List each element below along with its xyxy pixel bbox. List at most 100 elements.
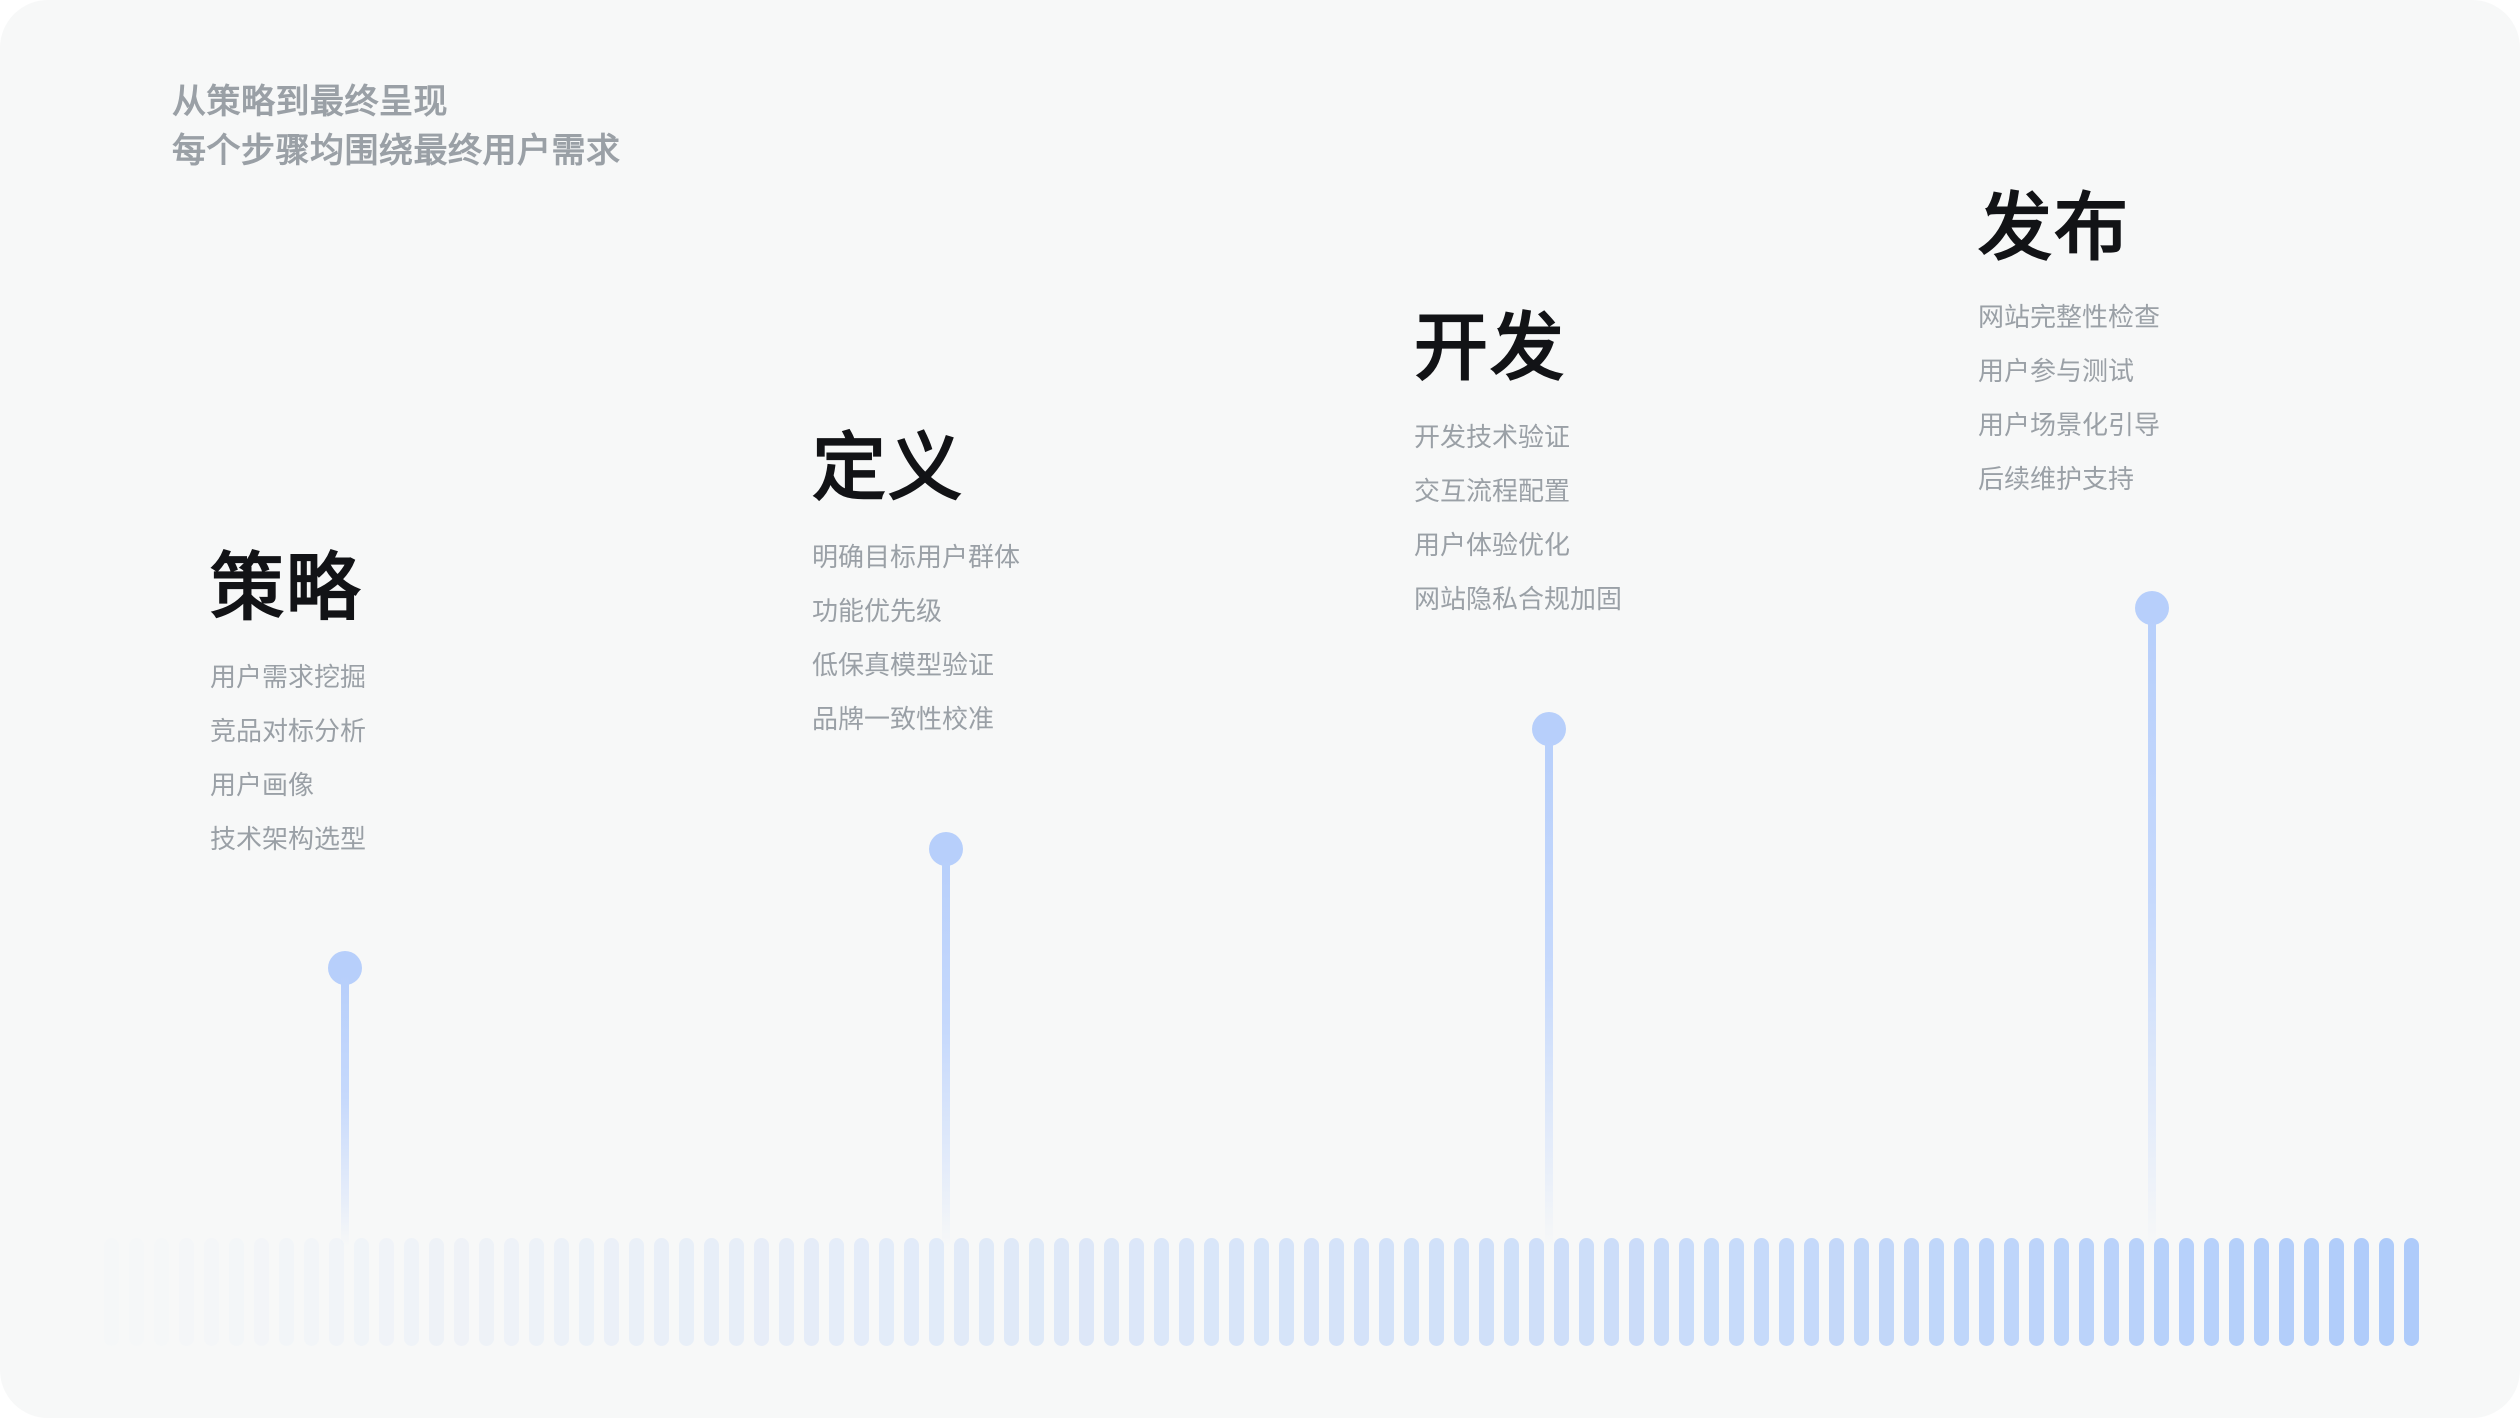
equalizer-bar — [2379, 1238, 2394, 1346]
equalizer-bar — [1204, 1238, 1219, 1346]
equalizer-bar — [2229, 1238, 2244, 1346]
phase-item: 网站完整性检查 — [1978, 301, 2161, 332]
phase-title-3: 开发 — [1414, 306, 1566, 389]
equalizer-bar — [1454, 1238, 1469, 1346]
equalizer-bar — [354, 1238, 369, 1346]
equalizer-bar — [1304, 1238, 1319, 1346]
equalizer-bar — [1429, 1238, 1444, 1346]
phase-item: 明确目标用户群体 — [812, 541, 1021, 572]
equalizer-bar — [2004, 1238, 2019, 1346]
phase-title-4: 发布 — [1978, 186, 2130, 269]
equalizer-bar — [1579, 1238, 1594, 1346]
equalizer-bar — [904, 1238, 919, 1346]
equalizer-bar — [254, 1238, 269, 1346]
phase-item: 网站隐私合规加固 — [1414, 583, 1623, 614]
equalizer-bar — [729, 1238, 744, 1346]
equalizer-bar — [1404, 1238, 1419, 1346]
phase-item: 用户场景化引导 — [1978, 409, 2161, 440]
equalizer-bar — [1279, 1238, 1294, 1346]
equalizer-bar — [1954, 1238, 1969, 1346]
equalizer-bar — [2104, 1238, 2119, 1346]
equalizer-bar — [804, 1238, 819, 1346]
phase-item-list-2: 明确目标用户群体 功能优先级 低保真模型验证 品牌一致性校准 — [812, 544, 1020, 732]
equalizer-bar — [879, 1238, 894, 1346]
phase-title-2: 定义 — [812, 426, 964, 509]
equalizer-bar — [479, 1238, 494, 1346]
equalizer-bar — [1879, 1238, 1894, 1346]
equalizer-bar — [529, 1238, 544, 1346]
equalizer-bar — [1779, 1238, 1794, 1346]
equalizer-bar — [2079, 1238, 2094, 1346]
equalizer-bar — [429, 1238, 444, 1346]
equalizer-bar — [379, 1238, 394, 1346]
equalizer-bar — [1704, 1238, 1719, 1346]
phase-item: 品牌一致性校准 — [812, 703, 995, 734]
equalizer-bar — [1604, 1238, 1619, 1346]
equalizer-bar — [1479, 1238, 1494, 1346]
equalizer-bar — [704, 1238, 719, 1346]
equalizer-bar — [1179, 1238, 1194, 1346]
phase-item: 后续维护支持 — [1978, 463, 2135, 494]
equalizer-bar — [604, 1238, 619, 1346]
equalizer-bar — [1029, 1238, 1044, 1346]
phase-item: 功能优先级 — [812, 595, 943, 626]
equalizer-bar — [954, 1238, 969, 1346]
equalizer-bar — [1854, 1238, 1869, 1346]
equalizer-bar — [1754, 1238, 1769, 1346]
equalizer-bar — [579, 1238, 594, 1346]
phase-item: 用户画像 — [210, 769, 315, 800]
equalizer-bar — [2204, 1238, 2219, 1346]
equalizer-bar — [2179, 1238, 2194, 1346]
phase-column-1: 策略 用户需求挖掘 竞品对标分析 用户画像 技术架构选型 — [210, 548, 366, 852]
equalizer-bar — [2154, 1238, 2169, 1346]
equalizer-bar — [829, 1238, 844, 1346]
phase-item-list-4: 网站完整性检查 用户参与测试 用户场景化引导 后续维护支持 — [1978, 304, 2160, 492]
equalizer-bar — [1654, 1238, 1669, 1346]
equalizer-bar — [1629, 1238, 1644, 1346]
equalizer-bar — [2129, 1238, 2144, 1346]
header-line-1: 从策略到最终呈现 — [172, 83, 448, 121]
phase-item: 用户需求挖掘 — [210, 661, 367, 692]
phase-title-1: 策略 — [210, 546, 362, 629]
equalizer-bar — [1554, 1238, 1569, 1346]
equalizer-bar — [979, 1238, 994, 1346]
equalizer-bar — [104, 1238, 119, 1346]
phase-item-list-1: 用户需求挖掘 竞品对标分析 用户画像 技术架构选型 — [210, 664, 366, 852]
pin-stem — [942, 856, 950, 1248]
equalizer-bar — [2354, 1238, 2369, 1346]
phase-column-4: 发布 网站完整性检查 用户参与测试 用户场景化引导 后续维护支持 — [1978, 188, 2160, 492]
equalizer-bar — [454, 1238, 469, 1346]
equalizer-bar — [1154, 1238, 1169, 1346]
equalizer-bar — [1379, 1238, 1394, 1346]
equalizer-bar — [1979, 1238, 1994, 1346]
equalizer-bar — [779, 1238, 794, 1346]
equalizer-bar — [654, 1238, 669, 1346]
equalizer-bar — [329, 1238, 344, 1346]
equalizer-bar — [229, 1238, 244, 1346]
equalizer-bar — [679, 1238, 694, 1346]
phase-item: 用户参与测试 — [1978, 355, 2135, 386]
equalizer-bar — [1804, 1238, 1819, 1346]
equalizer-bar — [1504, 1238, 1519, 1346]
equalizer-bar — [1354, 1238, 1369, 1346]
equalizer-bar — [929, 1238, 944, 1346]
equalizer-bar — [854, 1238, 869, 1346]
equalizer-strip — [104, 1238, 2420, 1346]
equalizer-bar — [179, 1238, 194, 1346]
equalizer-bar — [129, 1238, 144, 1346]
equalizer-bar — [279, 1238, 294, 1346]
phase-item: 竞品对标分析 — [210, 715, 367, 746]
equalizer-bar — [1229, 1238, 1244, 1346]
phase-item: 技术架构选型 — [210, 823, 367, 854]
equalizer-bar — [154, 1238, 169, 1346]
equalizer-bar — [1129, 1238, 1144, 1346]
equalizer-bar — [404, 1238, 419, 1346]
phase-column-2: 定义 明确目标用户群体 功能优先级 低保真模型验证 品牌一致性校准 — [812, 428, 1020, 732]
equalizer-bar — [304, 1238, 319, 1346]
equalizer-bar — [2054, 1238, 2069, 1346]
page-header: 从策略到最终呈现 每个步骤均围绕最终用户需求 — [172, 78, 621, 177]
equalizer-bar — [1529, 1238, 1544, 1346]
equalizer-bar — [754, 1238, 769, 1346]
equalizer-bar — [629, 1238, 644, 1346]
